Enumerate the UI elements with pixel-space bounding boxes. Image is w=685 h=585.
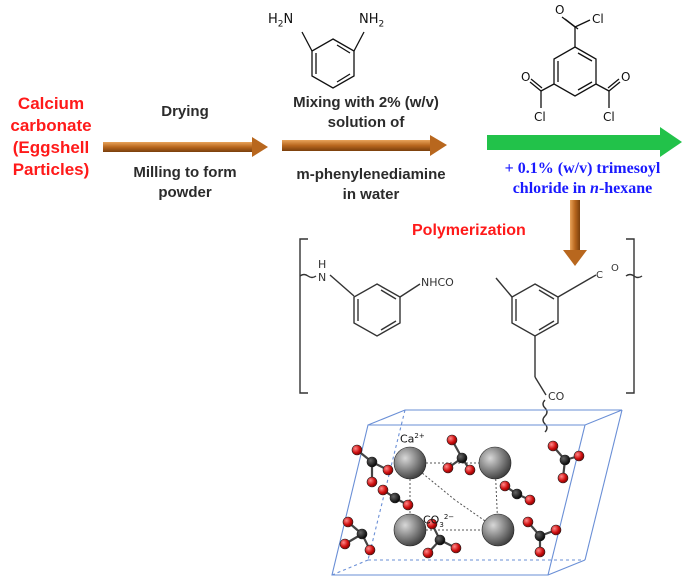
oxygen-atom: [402, 499, 414, 511]
oxygen-atom: [550, 524, 562, 536]
carbon-atom: [534, 530, 546, 542]
poly-n-label: N: [318, 271, 327, 284]
oxygen-atom: [351, 444, 363, 456]
oxygen-atom: [499, 480, 511, 492]
step3-below-line-2: chloride in n-hexane: [480, 179, 685, 199]
oxygen-atom: [573, 450, 585, 462]
oxygen-atom: [377, 484, 389, 496]
reactant-line-4: Particles): [12, 160, 90, 179]
oxygen-atom: [364, 544, 376, 556]
m-phenylenediamine-structure: [301, 31, 365, 89]
atoms-layer: [339, 434, 585, 559]
arrow-drying-milling: [103, 137, 268, 157]
co3-sub: 3: [439, 520, 444, 529]
oxygen-atom: [426, 518, 438, 530]
step2-below-label: m-phenylenediamine in water: [276, 165, 466, 205]
oxygen-atom: [524, 494, 536, 506]
arrow-trimesoyl-chloride: [487, 127, 682, 157]
ca-text: Ca: [400, 432, 415, 446]
step3-below-text-b: -hexane: [598, 180, 653, 197]
nh2-label: NH2: [359, 12, 384, 30]
polyamide-structure: [299, 238, 643, 433]
h2n-n: N: [283, 12, 294, 27]
step2-above-line-1: Mixing with 2% (w/v): [293, 94, 439, 111]
tmc-o-left: O: [521, 70, 531, 84]
poly-co-bottom: CO: [548, 390, 565, 403]
poly-nhco-label: NHCO: [421, 276, 454, 289]
oxygen-atom: [339, 538, 351, 550]
step2-above-line-2: solution of: [327, 114, 405, 131]
poly-h-label: H: [318, 258, 327, 271]
oxygen-atom: [534, 546, 546, 558]
reactant-label: Calcium carbonate (Eggshell Particles): [6, 93, 96, 181]
carbon-atom: [356, 528, 368, 540]
carbon-atom: [511, 488, 523, 500]
calcium-ion: [393, 446, 427, 480]
tmc-o-right: O: [621, 70, 631, 84]
carbon-atom: [366, 456, 378, 468]
oxygen-atom: [557, 472, 569, 484]
tmc-o-top: O: [555, 3, 565, 17]
step3-below-label: + 0.1% (w/v) trimesoyl chloride in n-hex…: [480, 159, 685, 199]
carbonate-label: CO32−: [423, 513, 454, 529]
step1-below-line-2: powder: [158, 184, 212, 201]
reactant-line-1: Calcium: [17, 94, 85, 113]
step3-below-text-a: chloride in: [512, 180, 591, 197]
oxygen-atom: [446, 434, 458, 446]
oxygen-atom: [522, 516, 534, 528]
oxygen-atom: [450, 542, 462, 554]
step2-below-line-2: in water: [342, 186, 400, 203]
ca-ion-label: Ca2+: [400, 432, 425, 446]
h2n-label: H2N: [268, 12, 293, 30]
tmc-cl-top: Cl: [592, 12, 604, 26]
poly-o-right: O: [611, 263, 619, 274]
co3-text: CO: [423, 513, 440, 527]
oxygen-atom: [422, 547, 434, 559]
oxygen-atom: [464, 464, 476, 476]
step1-above-label: Drying: [161, 103, 209, 120]
carbon-atom: [389, 492, 401, 504]
carbon-atom: [559, 454, 571, 466]
carbon-atom: [434, 534, 446, 546]
arrow-polymerization: [563, 200, 587, 266]
reactant-line-2: carbonate: [10, 116, 92, 135]
step2-below-line-1: m-phenylenediamine: [296, 166, 446, 183]
step3-below-italic-n: n: [590, 180, 599, 197]
nh2-nh: NH: [359, 12, 379, 27]
trimesoyl-chloride-structure: [529, 16, 621, 108]
ca-charge: 2+: [414, 432, 425, 440]
oxygen-atom: [382, 464, 394, 476]
calcium-ion: [481, 513, 515, 547]
carbon-atom: [456, 452, 468, 464]
oxygen-atom: [442, 462, 454, 474]
reactant-line-3: (Eggshell: [12, 138, 90, 157]
step2-above-label: Mixing with 2% (w/v) solution of: [276, 93, 456, 133]
h2n-sub: 2: [277, 19, 284, 30]
step1-below-label: Milling to form powder: [115, 163, 255, 203]
oxygen-atom: [342, 516, 354, 528]
calcite-unit-cell: [331, 409, 623, 576]
co3-charge: 2−: [443, 513, 455, 521]
arrow-mixing-mpd: [282, 135, 447, 156]
calcium-ion: [478, 446, 512, 480]
h2n-h: H: [268, 12, 278, 27]
nh2-sub: 2: [378, 19, 385, 30]
oxygen-atom: [547, 440, 559, 452]
calcium-ion: [393, 513, 427, 547]
polymerization-label: Polymerization: [412, 222, 526, 239]
oxygen-atom: [366, 476, 378, 488]
poly-c-right: C: [596, 270, 603, 281]
step3-below-line-1: + 0.1% (w/v) trimesoyl: [504, 160, 661, 177]
tmc-cl-left: Cl: [534, 110, 546, 124]
tmc-cl-right: Cl: [603, 110, 615, 124]
step1-below-line-1: Milling to form: [133, 164, 237, 181]
